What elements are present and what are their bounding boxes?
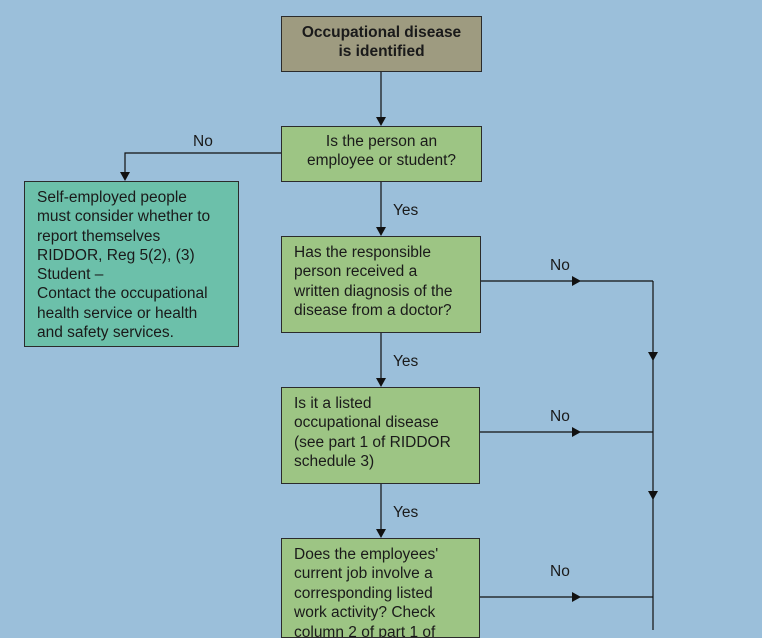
- label-no-diagnosis: No: [550, 257, 570, 274]
- arrowhead: [648, 491, 658, 500]
- diagnosis-question-box: Has the responsible person received a wr…: [281, 236, 481, 333]
- employee-question-box: Is the person an employee or student?: [281, 126, 482, 182]
- label-no-employee: No: [193, 133, 213, 150]
- label-no-job: No: [550, 563, 570, 580]
- label-no-listed: No: [550, 408, 570, 425]
- label-yes-diagnosis: Yes: [393, 353, 419, 370]
- self-employed-box: Self-employed people must consider wheth…: [24, 181, 239, 347]
- arrowhead: [120, 172, 130, 181]
- job-activity-question-box: Does the employees' current job involve …: [281, 538, 480, 638]
- arrowhead: [376, 529, 386, 538]
- arrowhead: [572, 427, 581, 437]
- arrowhead: [572, 276, 581, 286]
- connector-employee-no: [124, 152, 282, 174]
- arrowhead: [376, 117, 386, 126]
- arrowhead: [648, 352, 658, 361]
- arrowhead: [572, 592, 581, 602]
- arrowhead: [376, 378, 386, 387]
- label-yes-listed: Yes: [393, 504, 419, 521]
- arrowhead: [376, 227, 386, 236]
- start-box: Occupational disease is identified: [281, 16, 482, 72]
- listed-disease-question-box: Is it a listed occupational disease (see…: [281, 387, 480, 484]
- label-yes-employee: Yes: [393, 202, 419, 219]
